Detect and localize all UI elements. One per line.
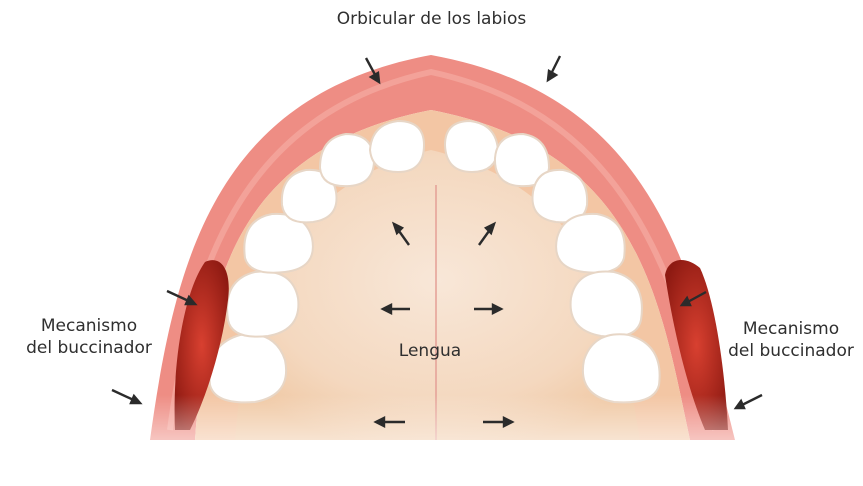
label-buccinator-left-line2: del buccinador [14,337,164,359]
label-buccinator-right-line1: Mecanismo [722,318,860,340]
label-orbicularis-text: Orbicular de los labios [0,8,863,30]
arrow-lip-right [548,56,560,80]
label-buccinator-left-line1: Mecanismo [14,315,164,337]
label-tongue: Lengua [360,340,500,362]
label-buccinator-right: Mecanismo del buccinador [722,318,860,362]
label-buccinator-left: Mecanismo del buccinador [14,315,164,359]
bottom-fade [0,395,863,486]
label-orbicularis: Orbicular de los labios [0,8,863,30]
label-buccinator-right-line2: del buccinador [722,340,860,362]
label-tongue-text: Lengua [360,340,500,362]
